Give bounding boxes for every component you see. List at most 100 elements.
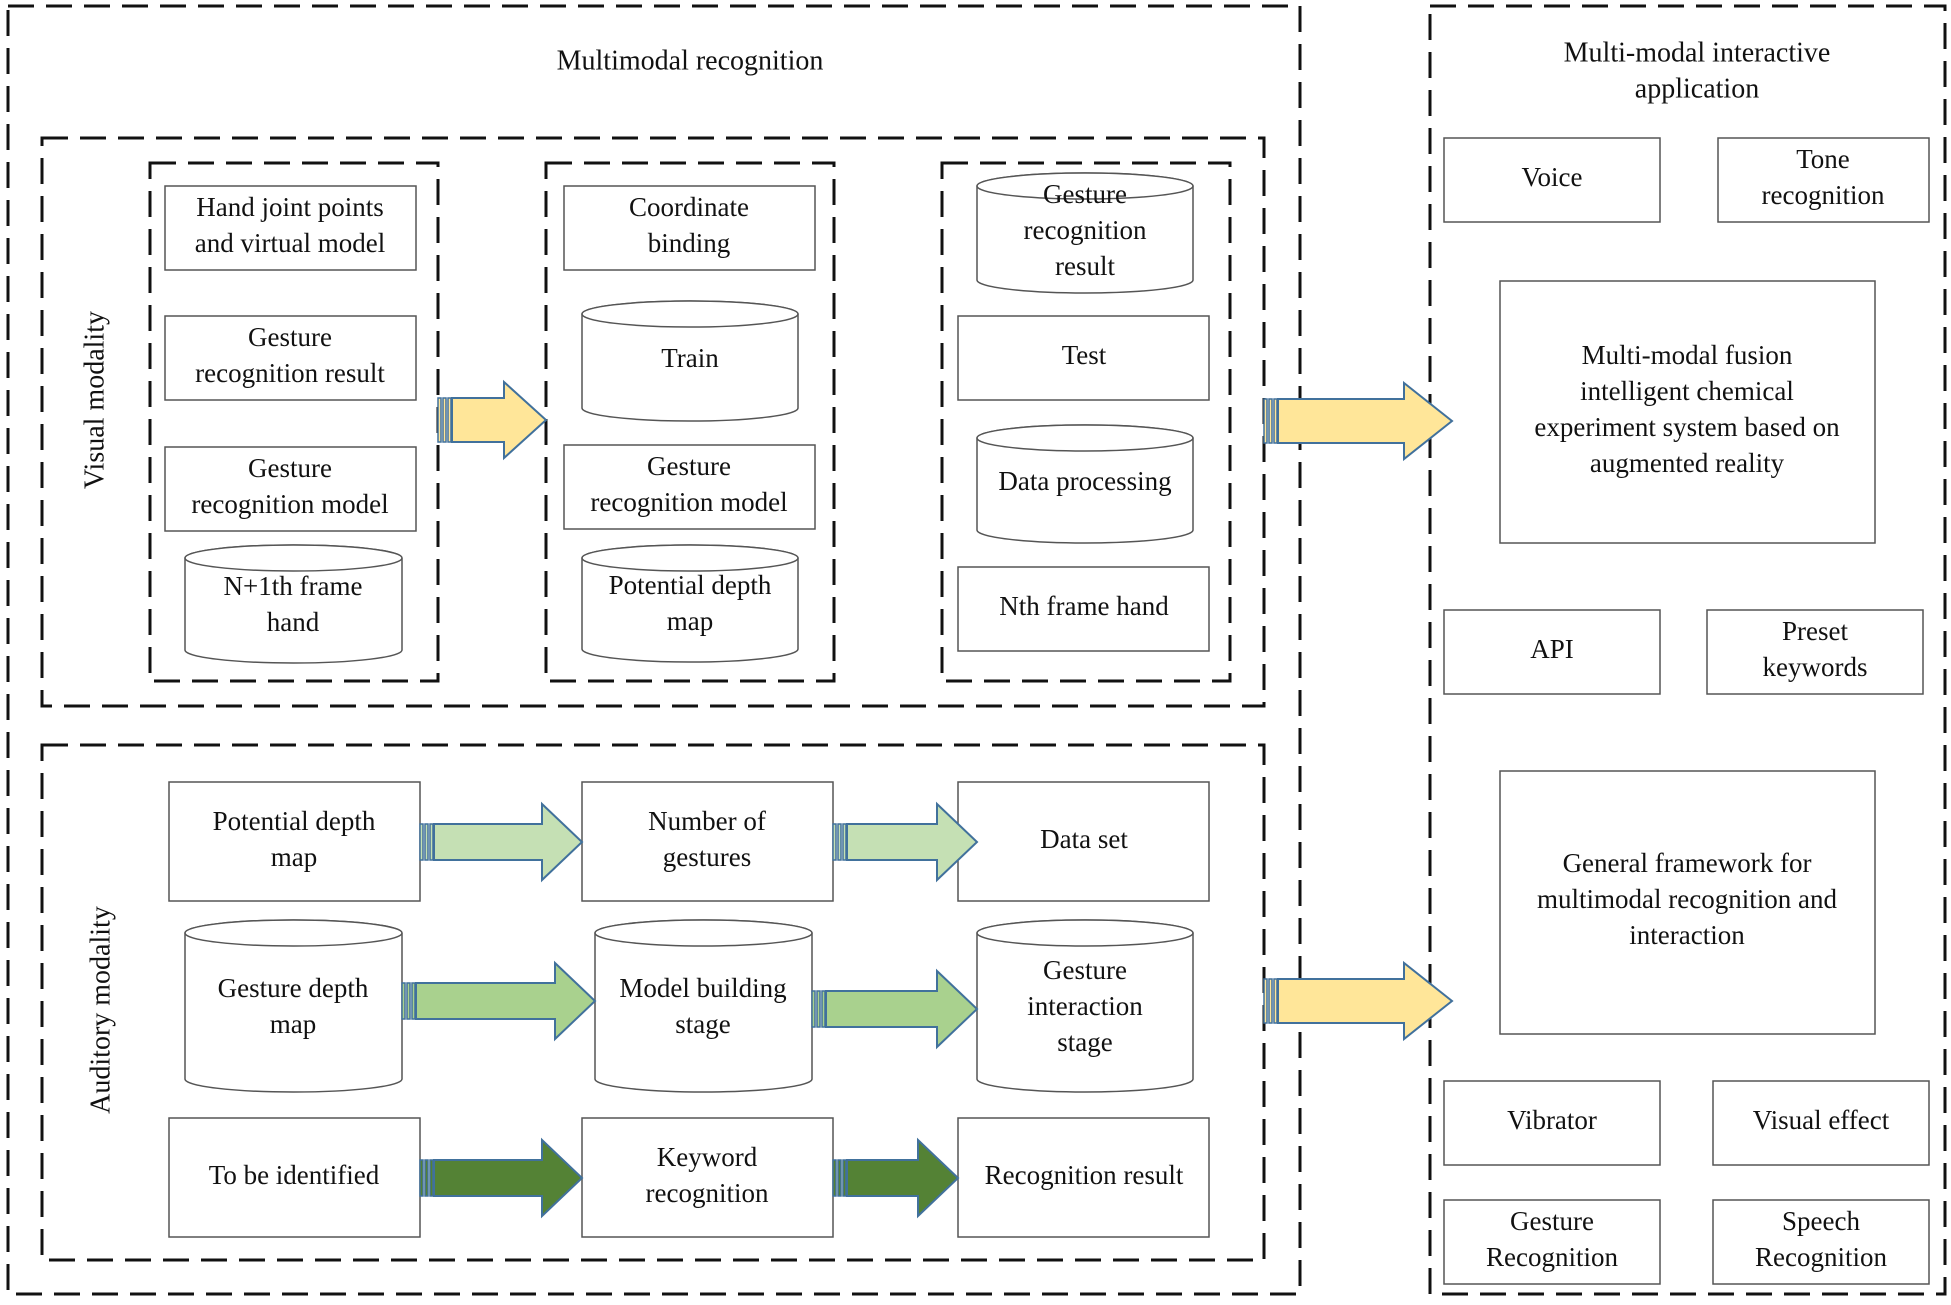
multimodal-recognition-title: Multimodal recognition [557, 45, 824, 76]
auditory-modality-frame [40, 743, 1266, 1262]
keyword-to-recognition-result-arrow-tail-stripe-1 [832, 1159, 837, 1197]
data-processing-cylinder-top [976, 424, 1194, 452]
train-label: Train [661, 343, 719, 373]
gesture-recognition-app-label-line-2: Recognition [1486, 1242, 1618, 1272]
to-be-identified-to-keyword-arrow-tail-stripe-2 [424, 1159, 429, 1197]
visual-group-3-frame [940, 161, 1232, 683]
to-be-identified-to-keyword-arrow-body [433, 1137, 584, 1219]
potential-depth-map-label-auditory: Potential depth map [213, 806, 376, 872]
model-building-stage-label-line-1: Model building [619, 973, 786, 1003]
interactive-application-title-line-2: application [1635, 73, 1759, 104]
visual-group1-to-group2-arrow-tail-stripe-3 [447, 397, 452, 443]
hand-joint-points-label: Hand joint points and virtual model [195, 192, 385, 258]
fusion-system-label-line-4: augmented reality [1590, 448, 1785, 478]
train-label-line-1: Train [661, 343, 719, 373]
speech-recognition-box [1712, 1199, 1930, 1285]
gesture-interaction-stage-cylinder [976, 919, 1194, 1093]
number-to-data-set-arrow-tail-stripe-1 [832, 823, 837, 861]
auditory-modality-label: Auditory modality [85, 906, 116, 1114]
data-set-label-line-1: Data set [1040, 824, 1128, 854]
auditory-to-application-arrow-tail-stripe-1 [1263, 978, 1268, 1024]
interactive-application-title-line-1: Multi-modal interactive [1564, 37, 1831, 68]
to-be-identified-to-keyword-arrow-tail-stripe-3 [429, 1159, 434, 1197]
n1th-frame-hand-cylinder [184, 544, 403, 664]
fusion-system-box [1499, 280, 1876, 544]
potential-depth-map-label-auditory-line-1: Potential depth [213, 806, 376, 836]
keyword-to-recognition-result-arrow-body [846, 1137, 960, 1219]
potential-depth-to-number-arrow-body [433, 801, 584, 883]
recognition-result-label: Recognition result [985, 1160, 1184, 1190]
keyword-recognition-label-line-2: recognition [646, 1178, 769, 1208]
preset-keywords-box [1706, 609, 1924, 695]
visual-to-application-arrow-tail-stripe-3 [1273, 398, 1278, 444]
tone-recognition-label-line-1: Tone [1796, 144, 1850, 174]
visual-to-application-arrow [1263, 380, 1454, 462]
hand-joint-points-box [164, 185, 417, 271]
coordinate-binding-label-line-1: Coordinate [629, 192, 749, 222]
number-of-gestures-label-line-2: gestures [663, 842, 751, 872]
nth-frame-hand-box [957, 566, 1210, 652]
model-building-to-interaction-arrow-tail-stripe-1 [811, 990, 816, 1028]
gesture-depth-map-label-line-2: map [270, 1009, 317, 1039]
test-box [957, 315, 1210, 401]
hand-joint-points-label-line-2: and virtual model [195, 228, 385, 258]
model-building-to-interaction-arrow-tail-stripe-2 [816, 990, 821, 1028]
voice-box [1443, 137, 1661, 223]
model-building-stage-cylinder [594, 919, 813, 1093]
visual-group1-to-group2-arrow-tail-stripe-1 [437, 397, 442, 443]
to-be-identified-box [168, 1117, 421, 1238]
n1th-frame-hand-cylinder-top [184, 544, 403, 572]
vibrator-box [1443, 1080, 1661, 1166]
auditory-to-application-arrow-body [1277, 960, 1454, 1042]
keyword-to-recognition-result-arrow-tail-stripe-2 [837, 1159, 842, 1197]
multimodal-recognition-frame [6, 4, 1302, 1296]
fusion-system-label-line-3: experiment system based on [1534, 412, 1840, 442]
gesture-interaction-stage-cylinder-top [976, 919, 1194, 947]
gesture-recognition-result-label-3-line-3: result [1055, 251, 1115, 281]
potential-depth-map-box-auditory [168, 781, 421, 902]
general-framework-box [1499, 770, 1876, 1035]
gesture-recognition-model-label-2-line-1: Gesture [647, 451, 731, 481]
gesture-recognition-result-label-3-line-2: recognition [1024, 215, 1147, 245]
tone-recognition-label-line-2: recognition [1762, 180, 1885, 210]
potential-depth-map-cylinder-visual [581, 544, 799, 663]
gesture-interaction-stage-label-line-2: interaction [1027, 991, 1143, 1021]
auditory-to-application-arrow [1263, 960, 1454, 1042]
tone-recognition-box [1717, 137, 1930, 223]
api-label: API [1530, 634, 1574, 664]
number-to-data-set-arrow-tail-stripe-2 [837, 823, 842, 861]
data-processing-cylinder [976, 424, 1194, 544]
data-set-label: Data set [1040, 824, 1128, 854]
interactive-application-frame [1428, 4, 1947, 1296]
visual-to-application-arrow-tail-stripe-1 [1263, 398, 1268, 444]
nth-frame-hand-label-line-1: Nth frame hand [999, 591, 1169, 621]
gesture-depth-map-cylinder [184, 919, 403, 1093]
tone-recognition-label: Tone recognition [1762, 144, 1885, 210]
nth-frame-hand-label: Nth frame hand [999, 591, 1169, 621]
n1th-frame-hand-label-line-1: N+1th frame [224, 571, 363, 601]
gesture-interaction-stage-label-line-3: stage [1057, 1027, 1112, 1057]
potential-depth-map-label-auditory-line-2: map [271, 842, 318, 872]
visual-effect-label: Visual effect [1753, 1105, 1890, 1135]
preset-keywords-label-line-1: Preset [1782, 616, 1848, 646]
general-framework-label-line-2: multimodal recognition and [1537, 884, 1837, 914]
to-be-identified-label: To be identified [209, 1160, 380, 1190]
hand-joint-points-label-line-1: Hand joint points [196, 192, 384, 222]
number-to-data-set-arrow-body [846, 801, 979, 883]
gesture-depth-to-model-building-arrow-tail-stripe-1 [401, 982, 406, 1020]
to-be-identified-label-line-1: To be identified [209, 1160, 380, 1190]
gesture-recognition-model-label-1-line-2: recognition model [191, 489, 388, 519]
visual-to-application-arrow-body [1277, 380, 1454, 462]
visual-group1-to-group2-arrow-body [451, 379, 548, 461]
auditory-to-application-arrow-tail-stripe-3 [1273, 978, 1278, 1024]
test-label: Test [1062, 340, 1107, 370]
